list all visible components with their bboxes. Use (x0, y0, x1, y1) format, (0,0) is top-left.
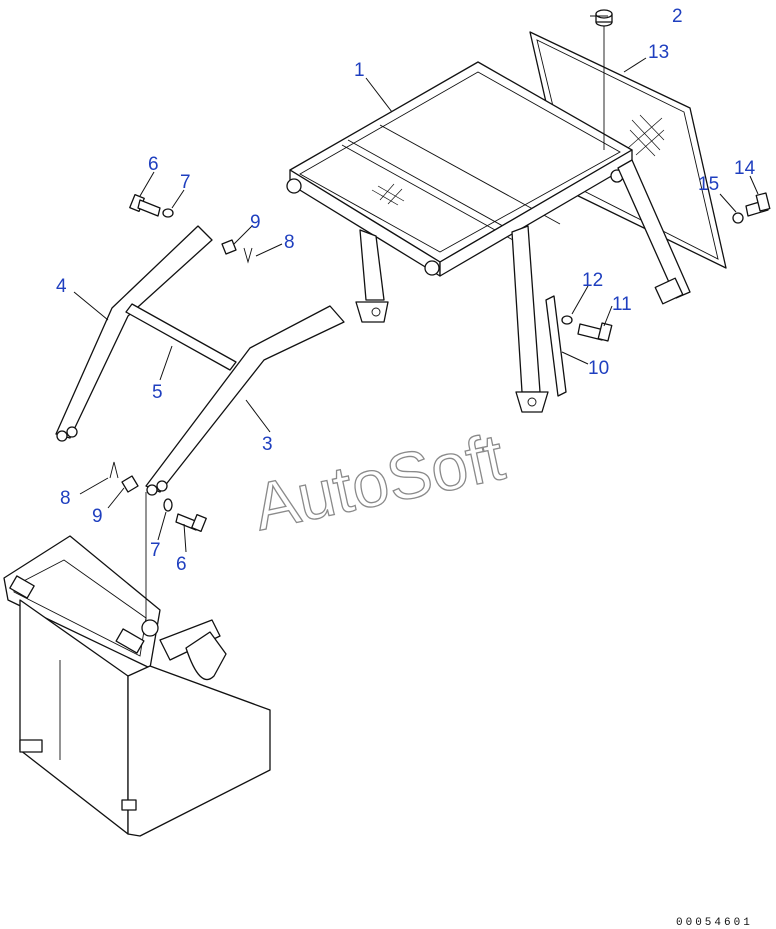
drawing-code: 00054601 (676, 917, 753, 929)
callout-6-top: 6 (148, 154, 159, 175)
callout-2: 2 (672, 6, 683, 27)
chassis-frame (3, 492, 271, 837)
part-6-bolt-bottom (175, 513, 207, 533)
callout-14: 14 (734, 158, 756, 179)
part-11-bolt (577, 322, 613, 342)
part-15-washer (732, 212, 744, 224)
callout-3: 3 (262, 434, 273, 455)
part-2-cap (595, 9, 613, 27)
callout-9-bottom: 9 (92, 506, 103, 527)
part-7-washer-top (162, 208, 174, 218)
part-7-washer-bottom (163, 498, 173, 512)
callout-15: 15 (698, 174, 719, 195)
callout-1: 1 (354, 60, 365, 81)
part-4-left-arm (55, 225, 213, 442)
callout-11: 11 (612, 294, 632, 315)
callout-labels: 1 2 3 4 5 6 6 7 7 8 8 9 9 10 11 12 13 14… (56, 6, 756, 575)
callout-7-bottom: 7 (150, 540, 161, 561)
part-9-nut-bottom (121, 475, 139, 493)
part-5-crossbar (125, 303, 237, 371)
part-14-bolt (745, 192, 771, 217)
part-8-pin-top (243, 247, 253, 264)
callout-4: 4 (56, 276, 67, 297)
callout-7-top: 7 (180, 172, 191, 193)
part-3-right-arm (145, 305, 345, 496)
part-9-nut-top (221, 239, 237, 255)
callout-13: 13 (648, 42, 669, 63)
callout-9-top: 9 (250, 212, 261, 233)
callout-8-top: 8 (284, 232, 295, 253)
part-6-bolt-top (129, 193, 161, 217)
leader-lines (73, 15, 759, 553)
part-1-roof-frame (286, 24, 691, 413)
part-8-pin-bottom (109, 461, 119, 479)
callout-8-bottom: 8 (60, 488, 71, 509)
callout-12: 12 (582, 270, 603, 291)
callout-5: 5 (152, 382, 163, 403)
part-10-strap (545, 295, 567, 397)
callout-10: 10 (588, 358, 609, 379)
watermark: AutoSoft (247, 419, 510, 544)
part-12-washer (561, 315, 573, 325)
callout-6-bottom: 6 (176, 554, 187, 575)
